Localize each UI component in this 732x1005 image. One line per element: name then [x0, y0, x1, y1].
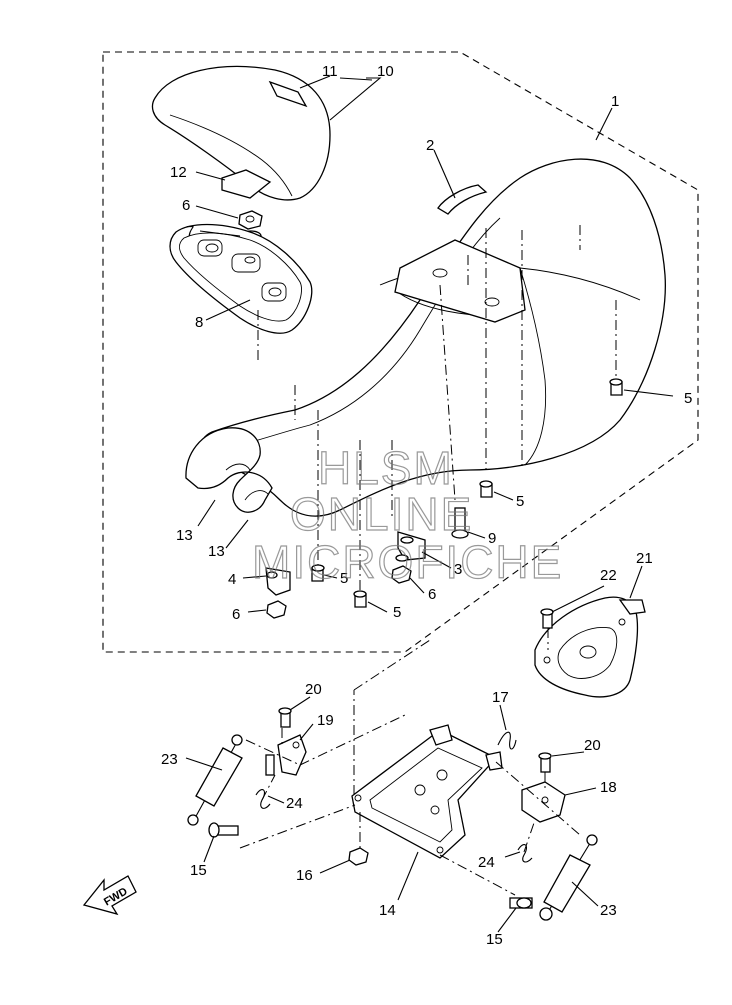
gas-strut-23-right: [539, 834, 598, 921]
callout-16: 16: [296, 867, 313, 884]
callout-5-front: 5: [340, 570, 348, 587]
callout-6-lower: 6: [232, 606, 240, 623]
callout-24-left: 24: [286, 795, 303, 812]
watermark-line-1: HLSM: [318, 442, 454, 494]
callout-13-lower: 13: [208, 543, 225, 560]
callout-18: 18: [600, 779, 617, 796]
bolt-20-right: [538, 752, 552, 773]
callout-4: 4: [228, 571, 236, 588]
bolt-5-lower: [353, 590, 367, 608]
callout-15-right: 15: [486, 931, 503, 948]
gas-strut-23-left: [187, 734, 243, 826]
callout-22: 22: [600, 567, 617, 584]
hinge-bracket-19: [277, 734, 307, 776]
callout-5-rear: 5: [684, 390, 692, 407]
bracket-4: [265, 567, 291, 596]
seat-base-plate-8: [169, 223, 313, 334]
callout-5-lower: 5: [393, 604, 401, 621]
callout-12: 12: [170, 164, 187, 181]
passenger-seat: [151, 65, 331, 201]
assembly-lines: [239, 310, 581, 896]
callout-9: 9: [488, 530, 496, 547]
lock-bracket-21: [534, 596, 646, 698]
callout-10: 10: [377, 63, 394, 80]
callout-23-right: 23: [600, 902, 617, 919]
bolt-5-front: [311, 564, 325, 582]
assembly-boundary: [102, 51, 699, 653]
nut-6-top: [238, 210, 263, 230]
clip-24-right: [517, 844, 533, 863]
watermark: HLSM ONLINE MICROFICHE: [251, 441, 563, 588]
callout-7: 7: [186, 223, 194, 240]
watermark-line-3: MICROFICHE: [252, 536, 563, 588]
bolt-22: [540, 608, 554, 629]
callout-14: 14: [379, 902, 396, 919]
callout-20-right: 20: [584, 737, 601, 754]
callout-24-right: 24: [478, 854, 495, 871]
clip-17: [497, 731, 517, 750]
fwd-arrow-icon: FWD: [82, 875, 137, 916]
watermark-line-2: ONLINE: [290, 488, 473, 540]
callout-2: 2: [426, 137, 434, 154]
leader-lines: [185, 75, 674, 933]
callout-11: 11: [322, 63, 338, 80]
callout-15-left: 15: [190, 862, 207, 879]
callout-20-left: 20: [305, 681, 322, 698]
callout-13-upper: 13: [176, 527, 193, 544]
callout-17: 17: [492, 689, 509, 706]
nut-6-lower: [266, 600, 287, 619]
pad-12: [221, 169, 272, 199]
bolt-5-mid: [479, 480, 493, 498]
callout-21: 21: [636, 550, 653, 567]
bolt-5-rear: [609, 378, 623, 396]
callout-3: 3: [454, 561, 462, 578]
main-seat: [185, 158, 666, 595]
callout-1: 1: [611, 93, 619, 110]
pin-15-left: [208, 822, 239, 838]
callout-6-center: 6: [428, 586, 436, 603]
callout-5-mid: 5: [516, 493, 524, 510]
callout-23-left: 23: [161, 751, 178, 768]
bolt-9: [451, 507, 469, 539]
callout-8: 8: [195, 314, 203, 331]
pin-19: [265, 754, 275, 776]
nut-16: [348, 847, 369, 866]
bracket-3: [395, 531, 426, 562]
bolt-20-left: [278, 707, 292, 728]
pin-15-right: [509, 897, 533, 909]
hinge-frame-14: [351, 724, 503, 859]
callout-19: 19: [317, 712, 334, 729]
nut-6-center: [391, 565, 412, 584]
callout-6-top: 6: [182, 197, 190, 214]
callout-labels: 1 2 3 4 5 5 5 5 6 6 6 7 8 9 10 11 12 13 …: [161, 63, 692, 948]
